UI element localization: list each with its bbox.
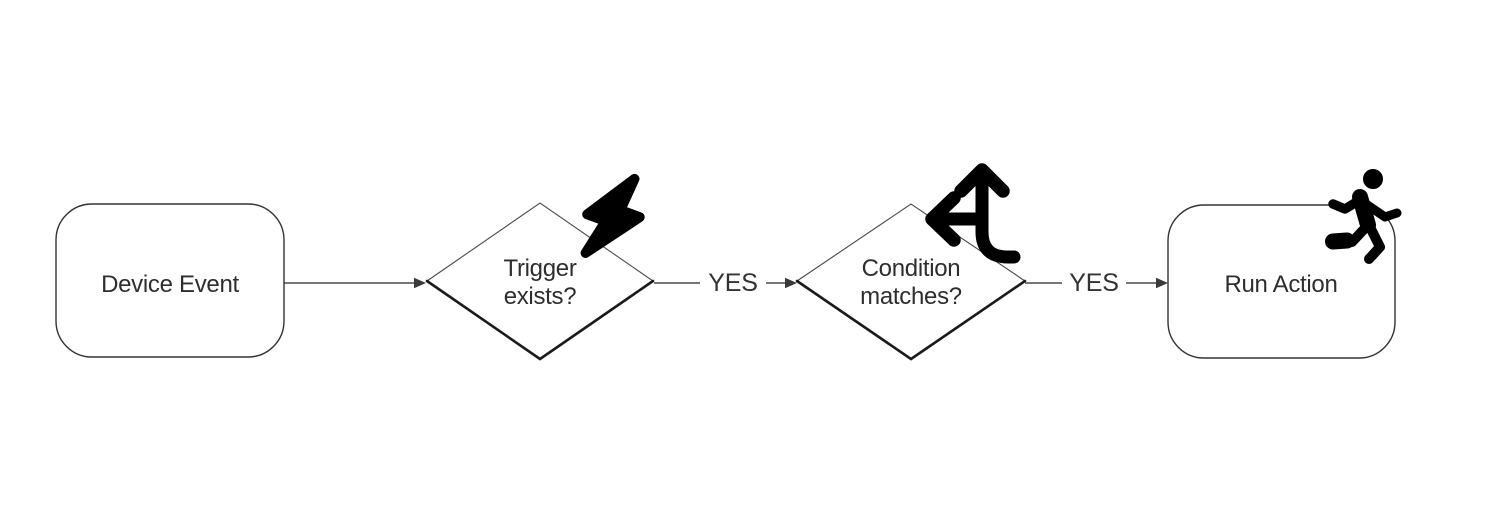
condition-matches-diamond-shading	[795, 279, 1027, 361]
lightning-icon	[580, 173, 645, 258]
trigger-exists-label-line2: exists?	[504, 283, 577, 310]
run-action-label: Run Action	[1224, 271, 1337, 298]
person-running-icon	[1325, 169, 1402, 264]
trigger-exists-label-line1: Trigger	[503, 255, 576, 282]
device-event-label: Device Event	[101, 271, 239, 298]
condition-matches-label-line2: matches?	[860, 283, 962, 310]
node-run-action: Run Action	[1167, 169, 1402, 359]
node-trigger-exists: Trigger exists?	[425, 173, 655, 361]
edge-label-yes: YES	[1069, 269, 1118, 297]
arrowhead-icon	[785, 277, 797, 289]
arrowhead-icon	[414, 277, 426, 289]
device-event-box	[55, 203, 285, 358]
split-arrows-icon	[925, 163, 1021, 264]
node-device-event: Device Event	[55, 203, 285, 358]
condition-matches-label-line1: Condition	[862, 255, 961, 282]
edge-label-yes: YES	[708, 269, 757, 297]
edge-trigger-to-condition: YES	[654, 269, 797, 297]
edge-condition-to-run-action: YES	[1025, 269, 1168, 297]
node-condition-matches: Condition matches?	[795, 163, 1027, 361]
edge-device-event-to-trigger	[284, 277, 426, 289]
trigger-exists-diamond-shading	[425, 279, 655, 361]
arrowhead-icon	[1156, 277, 1168, 289]
